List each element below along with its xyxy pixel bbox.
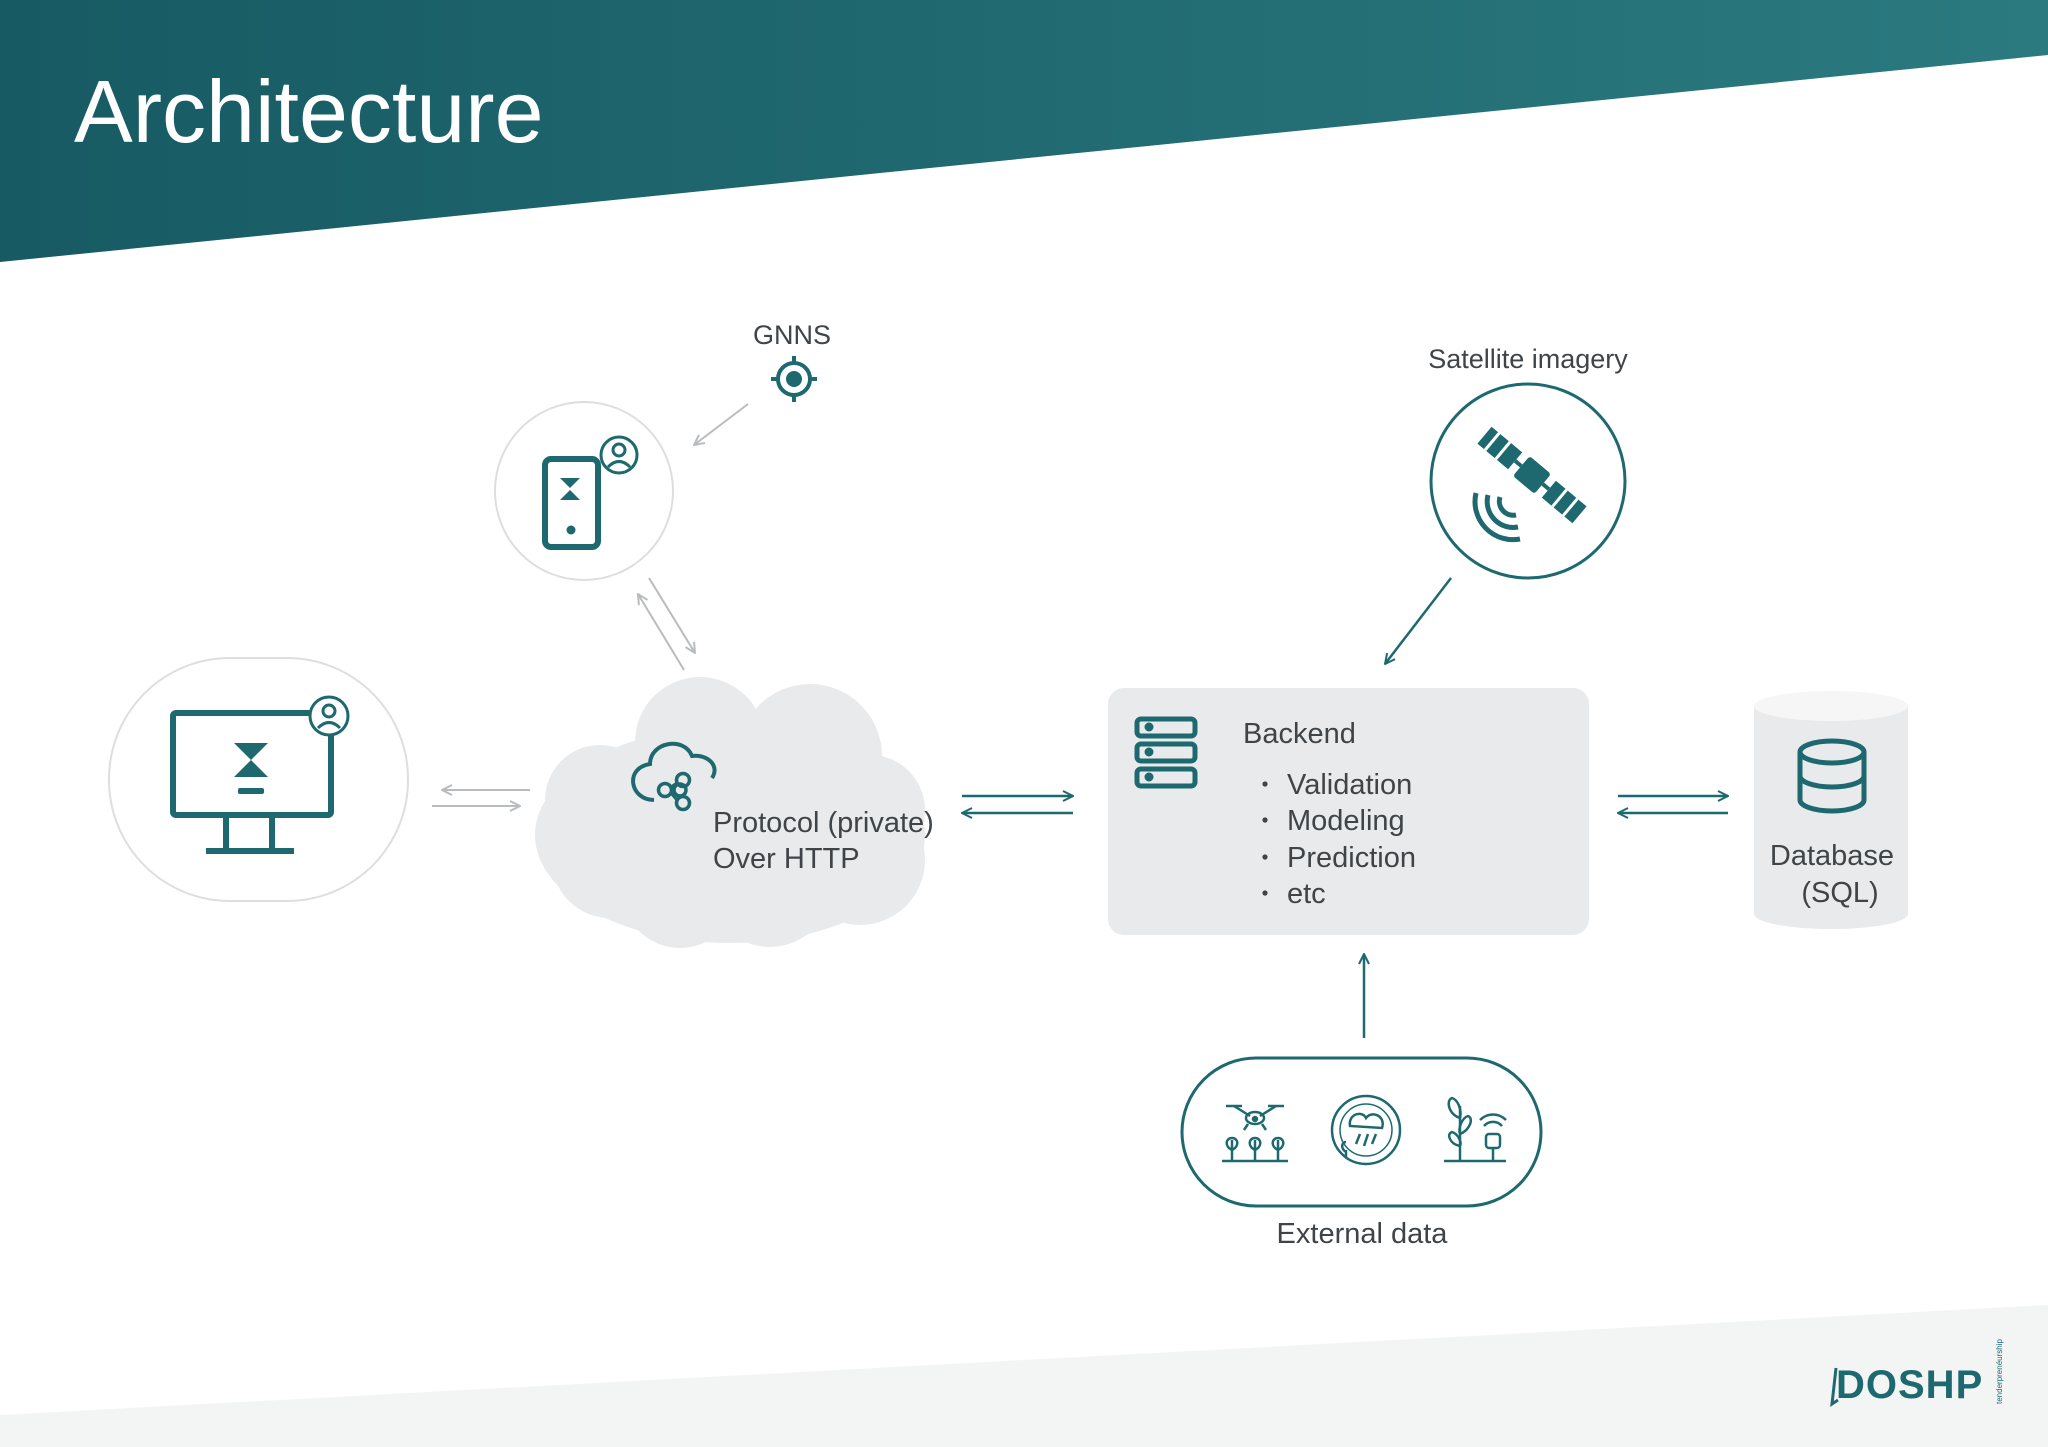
gnss-target-icon <box>771 356 817 402</box>
signal-waves <box>1472 492 1521 543</box>
cloud-share-icon <box>631 741 717 812</box>
database-icon <box>1797 738 1867 814</box>
cloud-to-mobile-arrow <box>638 594 685 671</box>
gnss-node: GNNS <box>753 320 831 402</box>
page-title: Architecture <box>74 62 544 161</box>
desktop-app-icon <box>170 710 334 854</box>
external-data-node[interactable]: External data <box>1180 1056 1543 1250</box>
satellite-node[interactable]: Satellite imagery <box>1428 344 1628 580</box>
server-stack-icon <box>1134 716 1198 789</box>
satellite-to-backend-arrow <box>1385 577 1452 664</box>
brand-logo: DOSHP tenderprenéurship <box>1830 1339 2004 1408</box>
external-data-label: External data <box>1277 1218 1449 1250</box>
database-node[interactable]: Database (SQL) <box>1754 691 1908 929</box>
mobile-to-cloud-arrow <box>648 577 695 653</box>
drone-crops-icon <box>1222 1104 1288 1163</box>
backend-node[interactable]: Backend Validation Modeling Prediction e… <box>1108 688 1589 935</box>
mobile-app-icon <box>542 456 601 550</box>
gnss-label: GNNS <box>753 320 831 350</box>
database-line-1: Database <box>1770 840 1894 872</box>
gnss-to-mobile-arrow <box>694 403 749 445</box>
mobile-client-node[interactable] <box>494 401 674 581</box>
backend-item: Prediction <box>1287 842 1416 874</box>
user-icon <box>308 695 350 737</box>
desktop-client-node[interactable] <box>108 657 409 902</box>
backend-item: Modeling <box>1287 805 1405 837</box>
backend-title: Backend <box>1243 718 1356 750</box>
protocol-cloud-node[interactable]: Protocol (private) Over HTTP <box>535 677 934 948</box>
database-line-2: (SQL) <box>1801 877 1878 909</box>
backend-item: etc <box>1287 878 1326 910</box>
brand-subtitle: tenderprenéurship <box>1995 1339 2004 1404</box>
backend-list: Validation Modeling Prediction etc <box>1262 769 1416 910</box>
brand-name: DOSHP <box>1836 1363 1983 1407</box>
user-icon <box>599 435 639 475</box>
satellite-icon <box>1477 426 1587 524</box>
cloud-shape <box>535 677 925 948</box>
plant-sensor-icon <box>1444 1096 1507 1163</box>
weather-radar-icon <box>1330 1094 1402 1166</box>
backend-item: Validation <box>1287 769 1412 801</box>
header-band <box>0 0 2048 262</box>
cloud-line-2: Over HTTP <box>713 843 860 875</box>
footer-band <box>0 1305 2048 1447</box>
satellite-label: Satellite imagery <box>1428 344 1628 374</box>
cloud-line-1: Protocol (private) <box>713 807 934 839</box>
